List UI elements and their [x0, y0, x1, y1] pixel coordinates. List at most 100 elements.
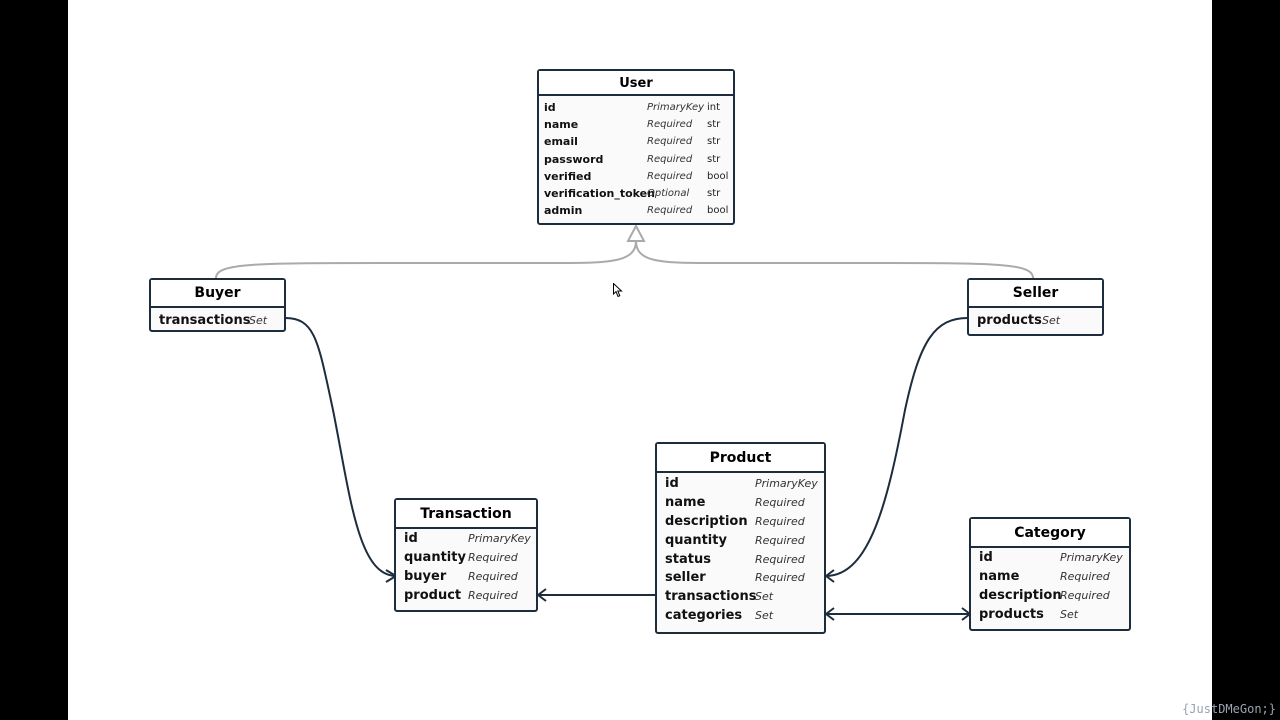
field-name: products — [977, 313, 1042, 328]
field-constraint: Required — [1060, 569, 1110, 583]
field-name: description — [979, 587, 1062, 603]
field-row: product Required — [396, 587, 536, 606]
field-constraint: Set — [1042, 314, 1061, 327]
field-constraint: Required — [755, 533, 805, 547]
field-name: status — [665, 551, 711, 567]
field-row: name Required str — [539, 116, 733, 133]
mouse-cursor-icon — [613, 283, 623, 298]
field-row: id PrimaryKey — [396, 530, 536, 549]
field-constraint: PrimaryKey — [468, 532, 531, 545]
field-row: categories Set — [657, 607, 824, 626]
field-type: str — [707, 136, 721, 148]
field-type: str — [707, 119, 721, 131]
field-name: id — [665, 476, 679, 491]
field-constraint: Required — [1060, 588, 1110, 602]
field-constraint: Required — [755, 514, 805, 528]
field-name: name — [544, 118, 579, 132]
field-constraint: Required — [468, 569, 518, 583]
field-name: buyer — [404, 568, 447, 584]
field-name: id — [404, 531, 418, 546]
field-name: products — [979, 606, 1044, 622]
field-constraint: Required — [468, 588, 518, 602]
field-name: quantity — [665, 532, 727, 548]
field-type: int — [707, 102, 721, 113]
field-row: status Required — [657, 551, 824, 570]
watermark-logo: {JustDMeGon;} — [1182, 702, 1276, 716]
field-row: seller Required — [657, 569, 824, 588]
field-name: transactions — [665, 589, 757, 605]
field-constraint: Required — [647, 205, 693, 217]
field-constraint: PrimaryKey — [755, 477, 818, 490]
field-row: id PrimaryKey — [657, 475, 824, 494]
field-name: quantity — [404, 549, 466, 565]
field-type: bool — [707, 170, 729, 182]
field-name: categories — [665, 608, 743, 624]
field-type: bool — [707, 205, 729, 217]
field-name: seller — [665, 570, 706, 586]
field-row: password Required str — [539, 151, 733, 168]
field-constraint: Set — [249, 314, 268, 327]
field-constraint: Required — [468, 550, 518, 564]
field-row: name Required — [657, 494, 824, 513]
field-row: admin Required bool — [539, 202, 733, 219]
field-constraint: Required — [755, 552, 805, 566]
field-name: name — [665, 494, 706, 510]
entity-title: Buyer — [151, 280, 284, 308]
field-row: description Required — [657, 513, 824, 532]
field-type: str — [707, 153, 721, 165]
field-name: password — [544, 152, 604, 166]
entity-title: Transaction — [396, 500, 536, 529]
field-constraint: Required — [755, 495, 805, 509]
field-constraint: Set — [1060, 607, 1079, 621]
field-row: name Required — [971, 568, 1129, 587]
field-name: admin — [544, 204, 583, 218]
field-constraint: Required — [647, 153, 693, 165]
entity-title: Product — [657, 444, 824, 473]
field-constraint: Optional — [647, 187, 690, 199]
field-name: product — [404, 587, 462, 603]
entity-title: Category — [971, 519, 1129, 548]
field-name: id — [544, 101, 556, 114]
field-row: buyer Required — [396, 568, 536, 587]
field-row: verified Required bool — [539, 168, 733, 185]
field-row: id PrimaryKey — [971, 549, 1129, 568]
field-constraint: Required — [647, 119, 693, 131]
field-constraint: Required — [647, 136, 693, 148]
field-constraint: Required — [647, 170, 693, 182]
field-row: quantity Required — [657, 532, 824, 551]
field-constraint: PrimaryKey — [647, 102, 705, 113]
field-type: str — [707, 187, 721, 199]
entity-title: User — [539, 71, 733, 96]
field-name: id — [979, 550, 993, 565]
field-constraint: Required — [755, 571, 805, 585]
field-name: verification_token — [544, 186, 655, 200]
field-row: products Set — [971, 606, 1129, 625]
field-name: name — [979, 568, 1020, 584]
entity-title: Seller — [969, 280, 1102, 308]
field-constraint: Set — [755, 590, 774, 604]
field-constraint: PrimaryKey — [1060, 551, 1123, 564]
field-name: verified — [544, 169, 592, 183]
field-constraint: Set — [755, 609, 774, 623]
field-name: description — [665, 513, 748, 529]
field-name: transactions — [159, 313, 251, 328]
